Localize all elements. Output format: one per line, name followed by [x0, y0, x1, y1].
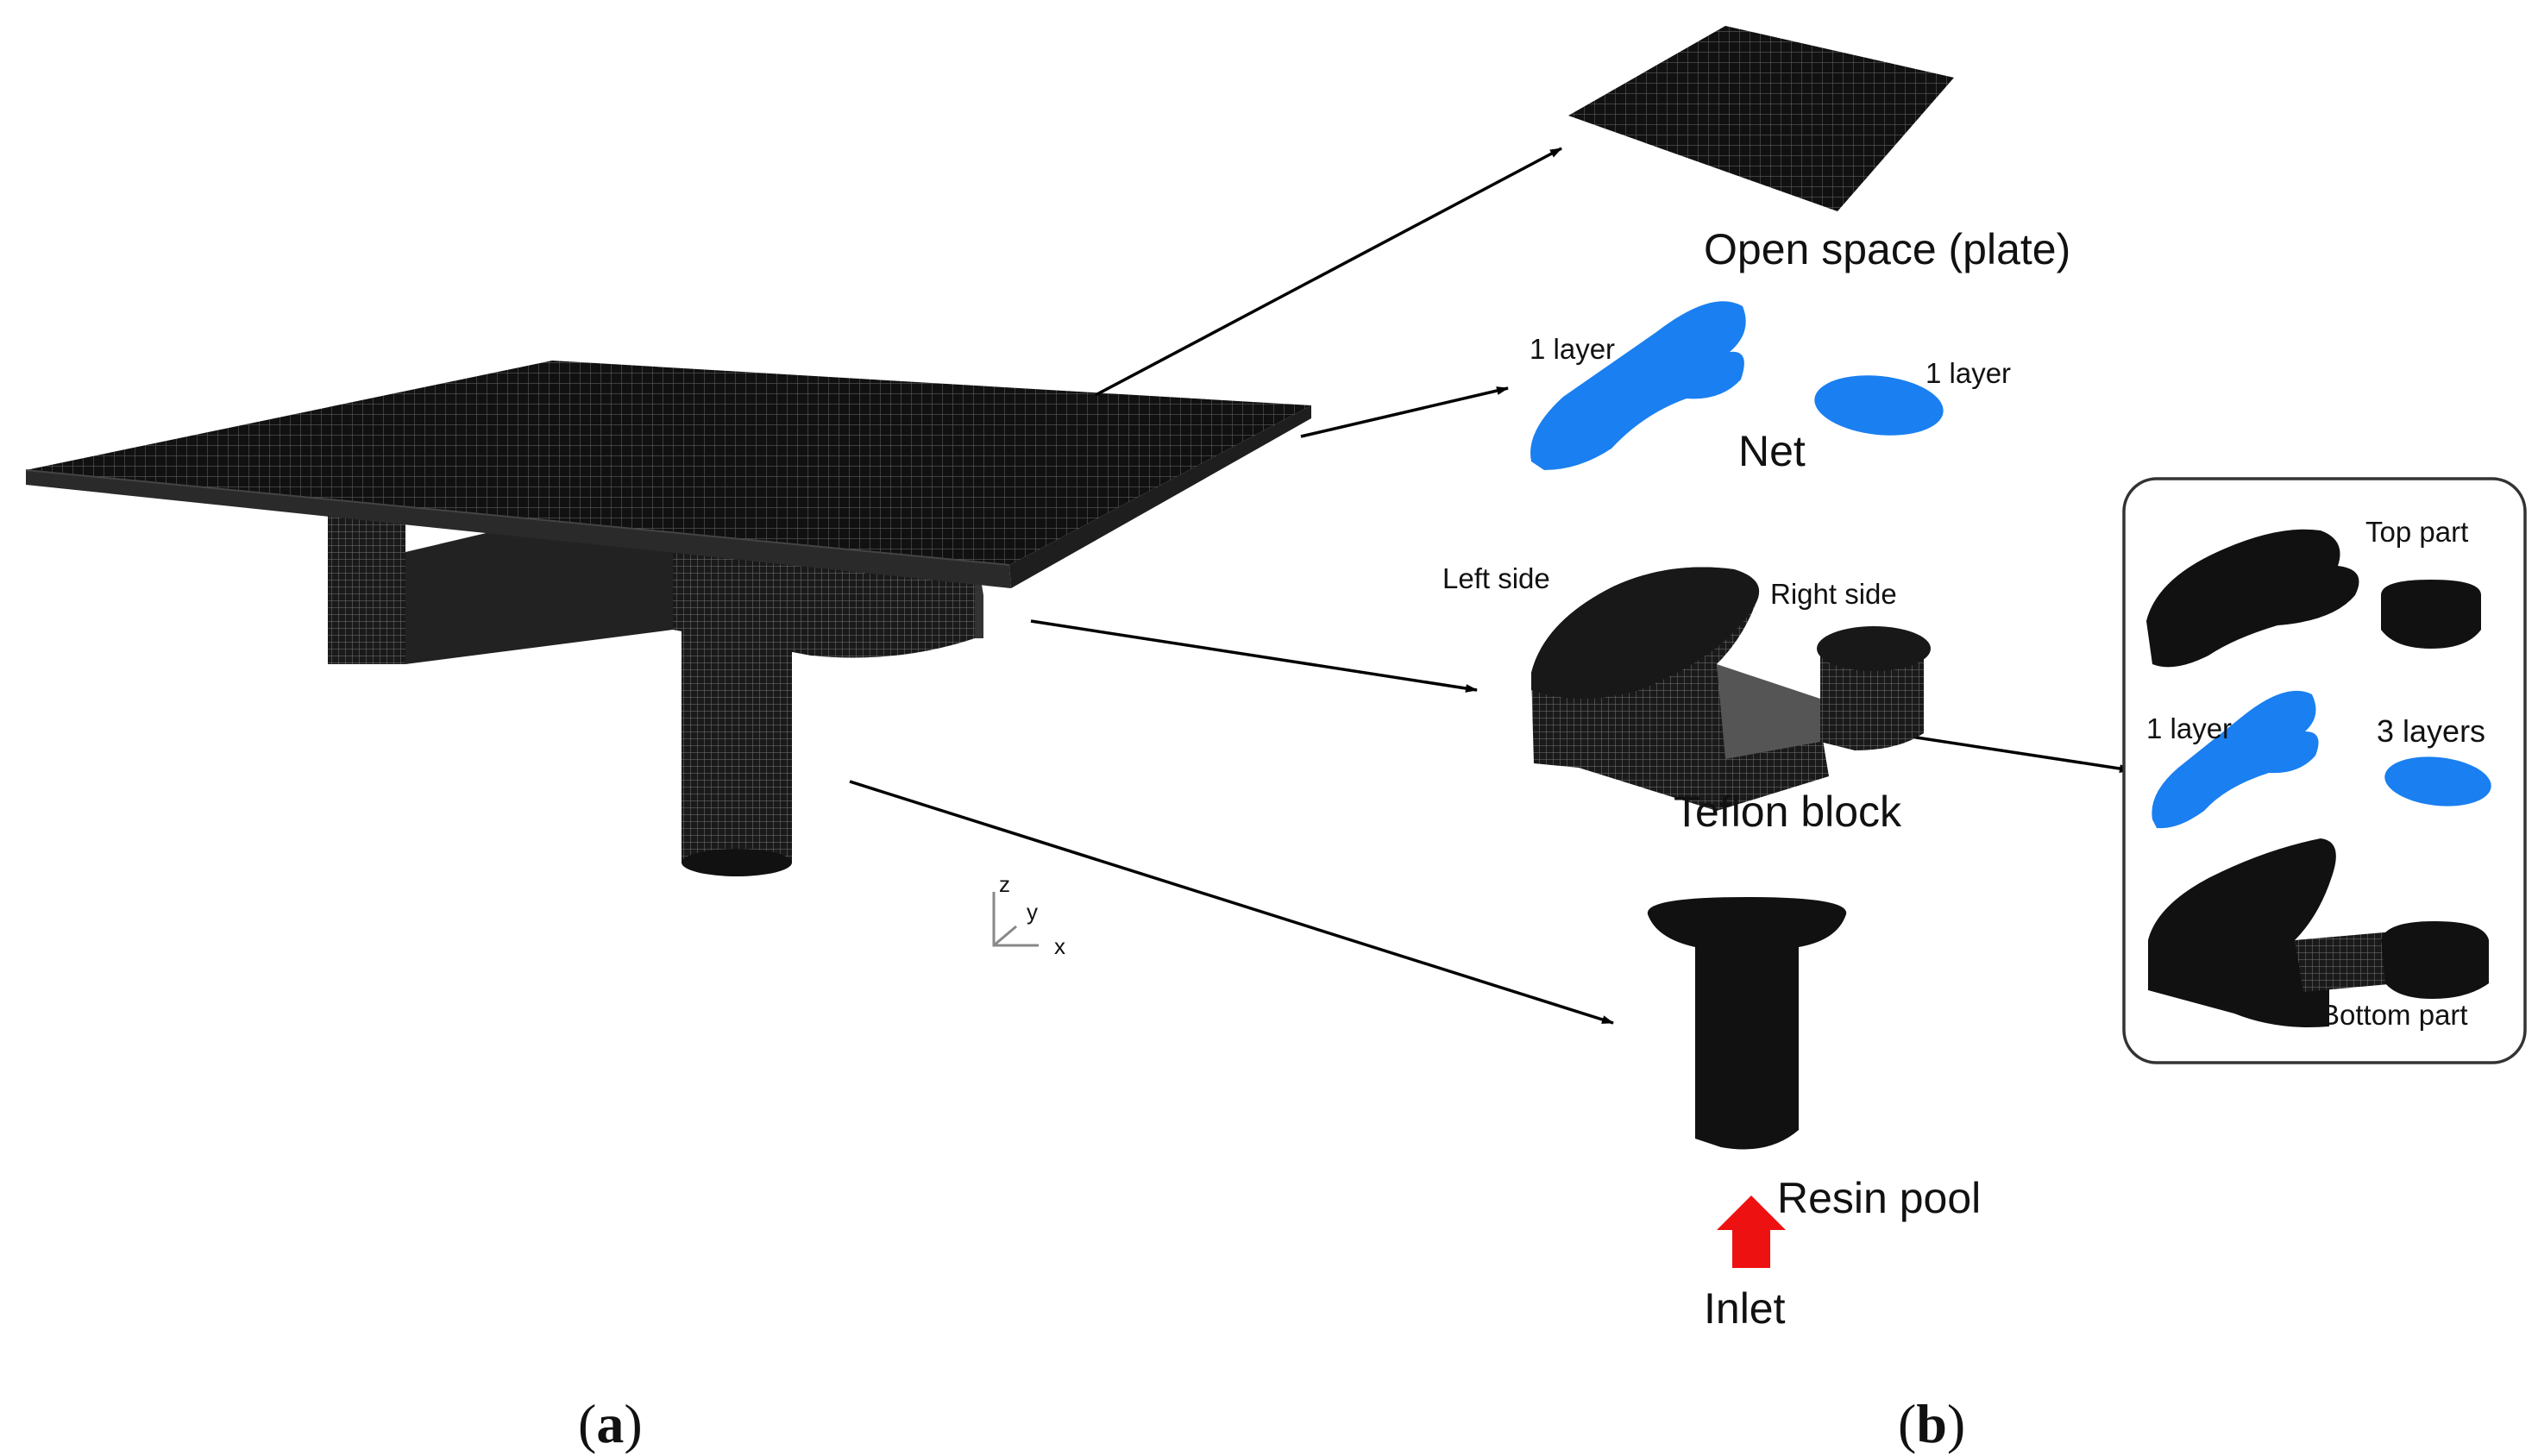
panel-a-caption: (a) — [578, 1393, 643, 1454]
connector-arrows — [849, 147, 2132, 1025]
inlet-arrow-icon — [1717, 1196, 1786, 1268]
net-label: Net — [1738, 427, 1806, 475]
inset-left-layer-label: 1 layer — [2146, 712, 2232, 744]
arrow-to-net — [1300, 386, 1509, 438]
net-component: 1 layer 1 layer Net — [1530, 301, 2011, 475]
right-side-label: Right side — [1770, 578, 1897, 610]
teflon-block-component: Left side Right side Teflon block — [1442, 562, 1931, 836]
top-part-label: Top part — [2365, 516, 2468, 548]
open-space-plate: Open space (plate) — [1568, 26, 2070, 273]
resin-pool-label: Resin pool — [1777, 1174, 1981, 1222]
arrow-to-teflon-block — [1030, 619, 1478, 693]
net-right-shape — [1814, 375, 1944, 436]
net-left-shape — [1530, 301, 1746, 470]
assembly-plate — [25, 361, 1311, 588]
axis-triad: z y x — [992, 871, 1065, 959]
arrow-to-open-space — [1095, 147, 1562, 397]
inset-net-left-shape — [2152, 690, 2319, 829]
bottom-part-right-shape — [2381, 921, 2489, 999]
inset-net-right-shape — [2384, 756, 2491, 806]
top-part-right-shape — [2381, 580, 2481, 649]
arrow-to-inset — [1910, 735, 2132, 773]
arrow-to-resin-pool — [849, 780, 1614, 1025]
inlet-label: Inlet — [1704, 1284, 1786, 1333]
bottom-part-left-shape — [2148, 838, 2336, 1027]
teflon-block-label: Teflon block — [1674, 788, 1902, 836]
net-right-layer-label: 1 layer — [1925, 357, 2011, 389]
parts-inset: Top part 1 layer 3 layers Bottom part — [2122, 477, 2527, 1064]
panel-b-caption: (b) — [1898, 1393, 1965, 1454]
open-space-label: Open space (plate) — [1704, 225, 2070, 273]
top-part-left-shape — [2146, 529, 2359, 668]
inset-right-layers-label: 3 layers — [2377, 713, 2485, 749]
axis-x-label: x — [1054, 933, 1065, 959]
axis-y-label: y — [1027, 899, 1038, 925]
assembly-model: z y x (a) — [25, 361, 1311, 1454]
left-side-label: Left side — [1442, 562, 1550, 594]
resin-pool-component: Resin pool Inlet — [1647, 897, 1981, 1333]
net-left-layer-label: 1 layer — [1530, 333, 1615, 365]
axis-z-label: z — [999, 871, 1010, 897]
bottom-part-label: Bottom part — [2321, 999, 2468, 1031]
